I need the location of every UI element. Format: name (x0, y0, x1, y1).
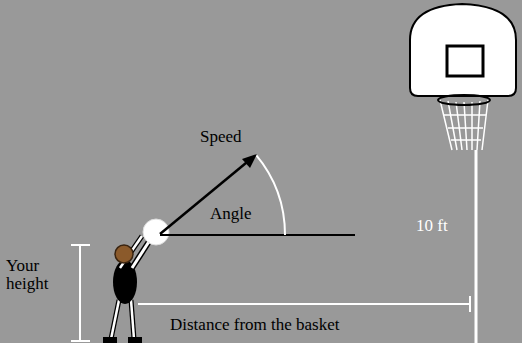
distance-label: Distance from the basket (170, 316, 339, 334)
height-dimension (71, 245, 90, 341)
pole (475, 150, 478, 343)
rim (438, 95, 490, 105)
horizontal-line (160, 234, 355, 236)
backboard-square (447, 46, 483, 76)
height-label: Your height (6, 257, 60, 293)
speed-arrow (160, 158, 252, 234)
player (103, 219, 169, 343)
distance-dimension (138, 296, 470, 312)
net (440, 100, 488, 150)
backboard (410, 4, 516, 96)
height-value: 10 ft (416, 217, 448, 235)
speed-label: Speed (200, 128, 242, 146)
arrow-head (242, 154, 257, 168)
angle-label: Angle (210, 205, 252, 223)
angle-arc (256, 155, 285, 235)
